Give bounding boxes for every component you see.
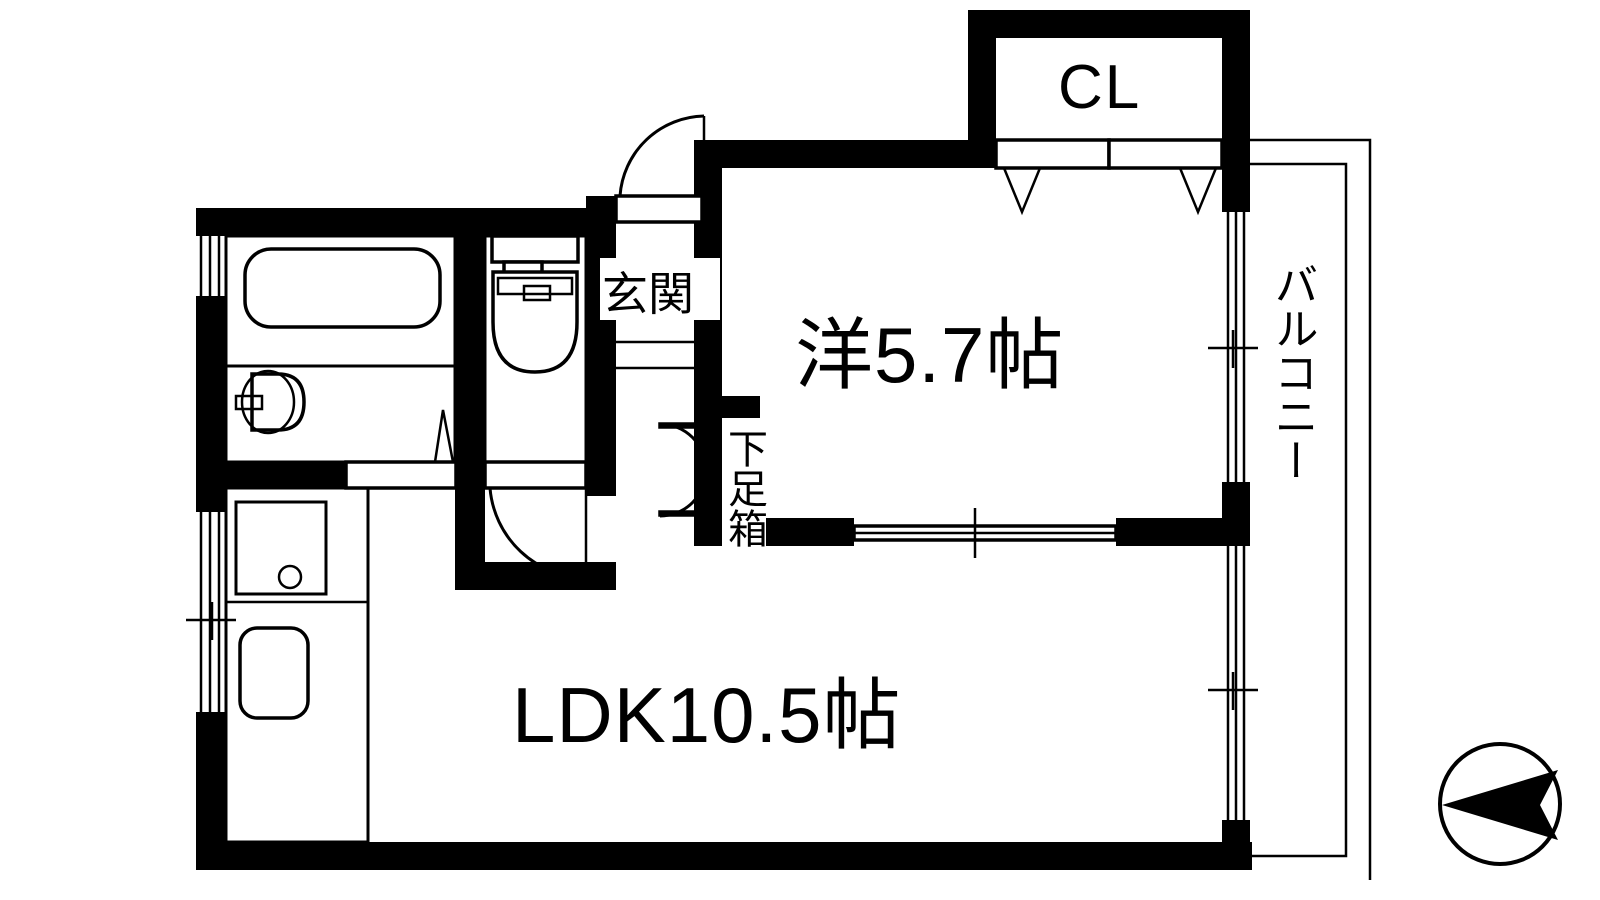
western-room-label: 洋5.7帖 bbox=[795, 311, 1064, 399]
kitchen-counter bbox=[224, 486, 370, 844]
shoebox-label: 下足箱 bbox=[722, 428, 767, 548]
balcony-label: バルコニー bbox=[1268, 262, 1317, 482]
entrance-label: 玄関 bbox=[602, 268, 694, 320]
ldk-label: LDK10.5帖 bbox=[512, 671, 902, 759]
bathroom-window[interactable] bbox=[199, 236, 228, 296]
toilet-room bbox=[483, 234, 588, 464]
toilet-swing-door[interactable] bbox=[483, 460, 588, 580]
direction-indicator bbox=[1438, 742, 1562, 866]
room-label-entrance: 玄関 bbox=[600, 258, 720, 320]
balcony-sliding-glass-door-upper[interactable] bbox=[1208, 212, 1258, 482]
entrance-swing-door[interactable] bbox=[614, 114, 706, 224]
room-sliding-door[interactable] bbox=[852, 508, 1118, 558]
washbasin-fixture bbox=[250, 372, 306, 432]
bathtub-fixture bbox=[243, 247, 442, 329]
structural-walls bbox=[196, 10, 1252, 870]
closet-label: CL bbox=[1058, 53, 1141, 122]
kitchen-window[interactable] bbox=[186, 512, 236, 712]
room-label-closet: CL bbox=[1058, 53, 1141, 122]
room-label-ldk: LDK10.5帖 bbox=[512, 671, 902, 759]
room-label-shoebox: 下足箱 bbox=[722, 418, 767, 548]
toilet-tank bbox=[490, 234, 580, 264]
toilet-bowl bbox=[491, 270, 579, 374]
genkan-step-lines bbox=[616, 340, 696, 370]
bathroom-interior bbox=[224, 234, 457, 464]
balcony-sliding-glass-door-lower[interactable] bbox=[1208, 542, 1258, 820]
room-label-balcony: バルコニー bbox=[1268, 262, 1317, 482]
kitchen-sink-fixture bbox=[238, 626, 310, 720]
room-label-western-room: 洋5.7帖 bbox=[795, 311, 1064, 399]
balcony-outline bbox=[1250, 138, 1372, 880]
bathroom-folding-door[interactable] bbox=[344, 409, 458, 490]
closet-folding-doors[interactable] bbox=[994, 138, 1224, 216]
